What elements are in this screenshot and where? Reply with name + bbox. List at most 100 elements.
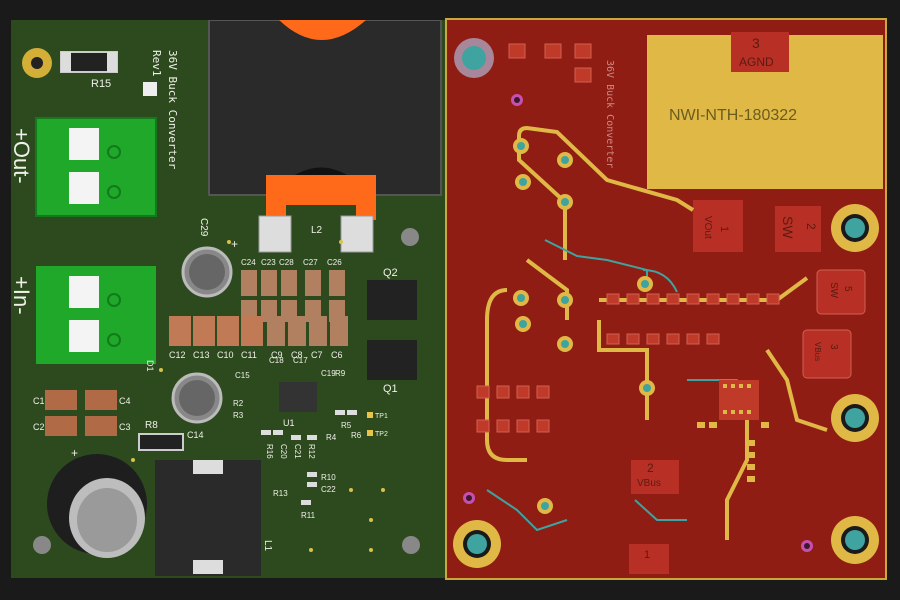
c14-label: C14 xyxy=(187,430,204,440)
r8-label: R8 xyxy=(145,420,158,431)
vbus2-label: VBus xyxy=(637,478,661,489)
c28-label: C28 xyxy=(279,258,294,267)
sw5-number: 5 xyxy=(842,286,853,292)
smd-pad-row xyxy=(476,293,780,433)
small-smd-parts xyxy=(261,410,357,505)
vbus3-number: 3 xyxy=(828,344,839,350)
l1-inductor xyxy=(155,460,261,576)
c22-label: C22 xyxy=(321,485,336,494)
c13-label: C13 xyxy=(193,350,210,360)
assembled-board-view: R15 36V Buck Converter Rev1 +Out- +In- xyxy=(11,20,445,578)
r4-label: R4 xyxy=(326,433,337,442)
vbus3-label: VBus xyxy=(813,342,822,361)
sw-pad xyxy=(775,206,821,252)
copper-id-text: NWI-NTH-180322 xyxy=(669,107,797,124)
c8-label: C8 xyxy=(291,350,303,360)
bulk-cap-plus: + xyxy=(71,446,78,460)
sw-number: 2 xyxy=(804,223,818,230)
vout-label: VOut xyxy=(702,216,713,239)
q1-mosfet xyxy=(367,340,417,380)
top-left-smd-pads xyxy=(508,43,592,83)
input-caps xyxy=(45,390,117,436)
r11-label: R11 xyxy=(301,511,316,520)
vbus2-number: 2 xyxy=(647,461,654,475)
revision-label: Rev1 xyxy=(150,50,163,77)
c21-label: C21 xyxy=(293,444,302,459)
r3-label: R3 xyxy=(233,411,244,420)
q1-label: Q1 xyxy=(383,383,398,395)
c3-label: C3 xyxy=(119,422,131,432)
r16-label: R16 xyxy=(265,444,274,459)
c17-label: C17 xyxy=(293,356,308,365)
sw5-label: SW xyxy=(828,282,839,299)
out-terminal-label: +Out- xyxy=(11,128,34,184)
cap-row-top xyxy=(241,270,345,322)
board-title: 36V Buck Converter xyxy=(166,50,179,170)
r12-label: R12 xyxy=(307,444,316,459)
c29-plus: + xyxy=(231,237,238,251)
r15-label: R15 xyxy=(91,78,111,90)
c19-label: C19 xyxy=(321,369,336,378)
assembled-board-svg: R15 36V Buck Converter Rev1 +Out- +In- xyxy=(11,20,442,576)
copper-layout-view: 3 AGND NWI-NTH-180322 36V Buck Converter… xyxy=(445,18,887,580)
vout-pad xyxy=(693,200,743,252)
c15-label: C15 xyxy=(235,371,250,380)
q2-label: Q2 xyxy=(383,267,398,279)
c26-label: C26 xyxy=(327,258,342,267)
tp1-label: TP1 xyxy=(375,413,388,420)
c9-label: C9 xyxy=(271,350,283,360)
l2-label: L2 xyxy=(311,225,323,236)
l1-label: L1 xyxy=(262,540,273,552)
c10-label: C10 xyxy=(217,350,234,360)
l2-inductor xyxy=(209,20,441,195)
ic-footprint xyxy=(697,380,769,482)
q2-mosfet xyxy=(367,280,417,320)
c24-label: C24 xyxy=(241,258,256,267)
c7-label: C7 xyxy=(311,350,323,360)
in-terminal-label: +In- xyxy=(11,276,34,315)
mounting-hole-l2 xyxy=(33,536,51,554)
sw5-pad xyxy=(816,269,866,315)
r6-label: R6 xyxy=(351,431,362,440)
ceramic-cap-bank xyxy=(169,316,348,346)
mounting-hole-r1 xyxy=(401,228,419,246)
sw-label: SW xyxy=(780,216,796,239)
r13-label: R13 xyxy=(273,489,288,498)
c29-label: C29 xyxy=(198,218,209,237)
mounting-holes-right xyxy=(453,204,879,568)
mounting-hole-r2 xyxy=(402,536,420,554)
u1-label: U1 xyxy=(283,418,295,428)
through-hole-pads xyxy=(513,138,655,514)
c18-label: C18 xyxy=(269,356,284,365)
r10-label: R10 xyxy=(321,473,336,482)
c12-label: C12 xyxy=(169,350,186,360)
c11-label: C11 xyxy=(241,350,257,360)
magenta-vias xyxy=(463,94,813,552)
c27-label: C27 xyxy=(303,258,318,267)
c6-label: C6 xyxy=(331,350,343,360)
agnd-number: 3 xyxy=(752,35,760,51)
r8-resistor xyxy=(138,433,184,451)
pad1-number: 1 xyxy=(644,549,650,561)
vbus2-pad xyxy=(631,460,679,494)
c20-label: C20 xyxy=(279,444,288,459)
c2-label: C2 xyxy=(33,422,45,432)
mirrored-title: 36V Buck Converter xyxy=(604,60,615,168)
vbus3-pad xyxy=(802,329,852,379)
vout-number: 1 xyxy=(718,226,730,232)
d1-label: D1 xyxy=(145,360,155,372)
c23-label: C23 xyxy=(261,258,276,267)
agnd-label: AGND xyxy=(739,55,774,69)
r9-label: R9 xyxy=(335,369,346,378)
copper-layout-svg: 3 AGND NWI-NTH-180322 36V Buck Converter… xyxy=(453,32,883,574)
c4-label: C4 xyxy=(119,396,131,406)
tp2-label: TP2 xyxy=(375,431,388,438)
via-dots xyxy=(131,240,385,552)
u1-ic xyxy=(279,382,317,412)
r2-label: R2 xyxy=(233,399,244,408)
r5-label: R5 xyxy=(341,421,352,430)
c1-label: C1 xyxy=(33,396,45,406)
copper-traces-teal xyxy=(486,239,748,532)
pad-1-bottom xyxy=(629,544,669,574)
